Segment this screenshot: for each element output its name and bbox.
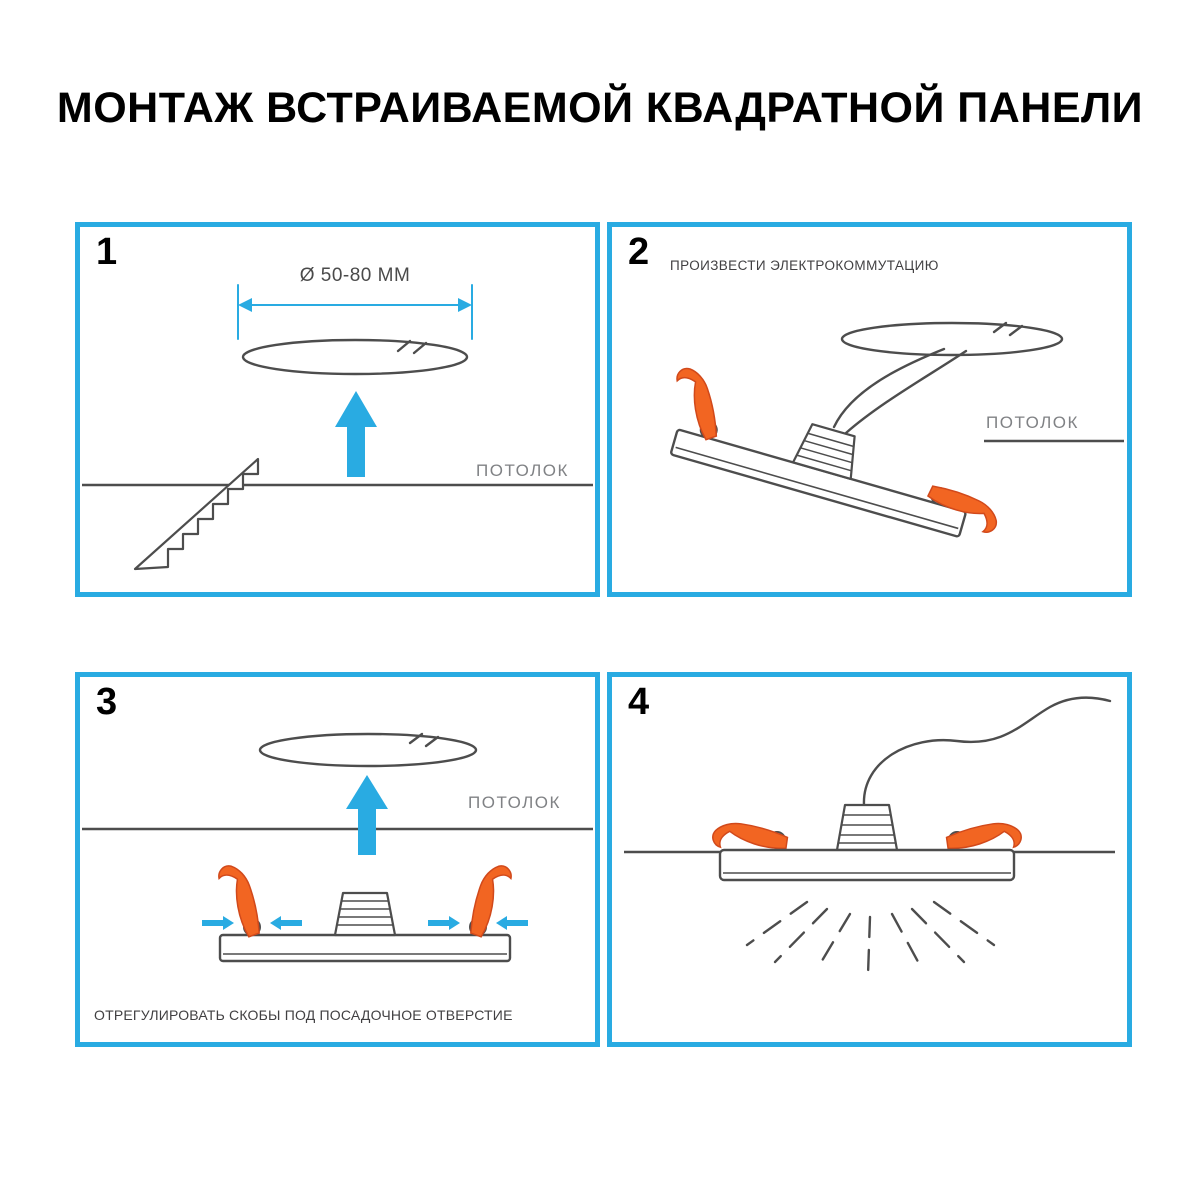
adjust-arrows-icon [202, 916, 528, 930]
wire-icon [862, 696, 1112, 807]
hole-diameter-label: Ø 50-80 ММ [299, 265, 411, 286]
ceiling-hole-icon [840, 321, 1064, 357]
led-panel-assembly [670, 367, 998, 538]
step-4-illustration [624, 696, 1115, 977]
driver-box-icon [791, 423, 856, 481]
step-4-panel: 4 [607, 672, 1132, 1047]
panel-disc-icon [258, 732, 478, 768]
panel-body [718, 848, 1016, 882]
panel-body [218, 933, 512, 963]
driver-box-icon [333, 891, 397, 937]
up-arrow-icon [346, 775, 388, 855]
page-title: МОНТАЖ ВСТРАИВАЕМОЙ КВАДРАТНОЙ ПАНЕЛИ [56, 84, 1144, 132]
spring-clip-left-icon [218, 865, 260, 938]
panel-bezel-line [675, 446, 959, 530]
driver-box-icon [835, 803, 899, 852]
step-3-illustration [82, 732, 593, 963]
step-2-caption: ПРОИЗВЕСТИ ЭЛЕКТРОКОММУТАЦИЮ [670, 258, 939, 273]
step-1-number: 1 [96, 231, 118, 273]
dimension-arrows-icon [237, 284, 473, 340]
step-3-caption: ОТРЕГУЛИРОВАТЬ СКОБЫ ПОД ПОСАДОЧНОЕ ОТВЕ… [94, 1007, 513, 1023]
step-2-illustration [670, 321, 1124, 538]
spring-clip-left-icon [712, 822, 789, 850]
spring-clip-right-icon [945, 822, 1022, 850]
up-arrow-icon [335, 391, 377, 477]
step-4-number: 4 [628, 681, 650, 723]
saw-cut-piece-icon [133, 457, 260, 571]
ceiling-label: ПОТОЛОК [468, 793, 561, 812]
step-1-illustration [82, 284, 593, 571]
step-1-panel: 1 Ø 50-80 ММ ПОТОЛОК [75, 222, 600, 597]
ceiling-label: ПОТОЛОК [476, 461, 569, 480]
spring-clip-right-icon [926, 485, 998, 533]
panel-disc-icon [241, 338, 469, 376]
spring-clip-right-icon [470, 865, 512, 938]
spring-clip-left-icon [676, 367, 718, 441]
wires-icon [832, 347, 968, 435]
light-rays-icon [745, 900, 996, 977]
step-3-panel: 3 ПОТОЛОК ОТРЕГУЛИРОВАТЬ СКОБЫ ПОД ПОСАД… [75, 672, 600, 1047]
ceiling-label: ПОТОЛОК [986, 413, 1079, 432]
step-2-panel: 2 ПРОИЗВЕСТИ ЭЛЕКТРОКОММУТАЦИЮ ПОТОЛОК [607, 222, 1132, 597]
step-2-number: 2 [628, 231, 650, 273]
step-3-number: 3 [96, 681, 118, 723]
